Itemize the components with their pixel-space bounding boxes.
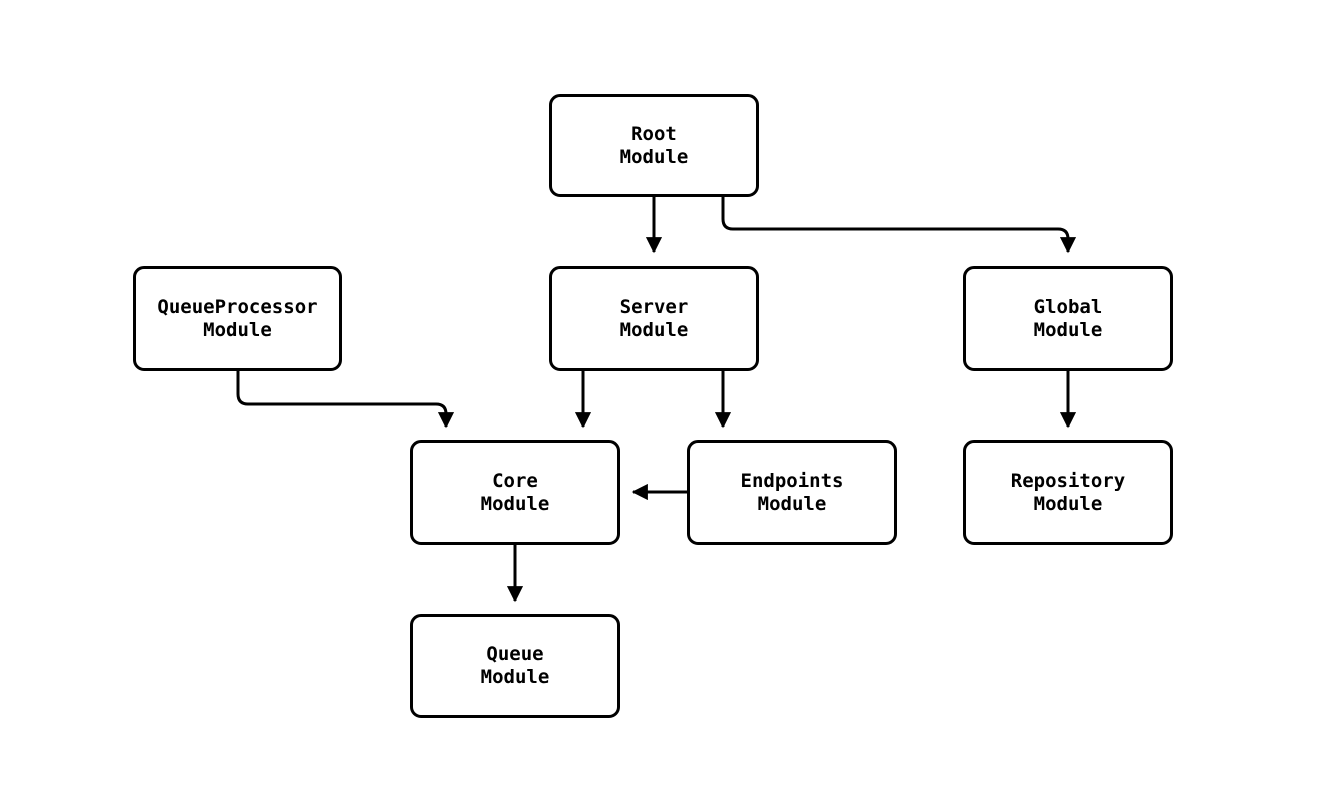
node-repository-module[interactable]: Repository Module bbox=[963, 440, 1173, 545]
node-global-module[interactable]: Global Module bbox=[963, 266, 1173, 371]
node-root-module-line2: Module bbox=[619, 145, 689, 168]
node-server-module-line1: Server bbox=[619, 295, 689, 318]
edge-queueprocessor-to-core bbox=[236, 371, 455, 429]
node-endpoints-module-line2: Module bbox=[757, 492, 827, 515]
node-queue-module[interactable]: Queue Module bbox=[410, 614, 620, 718]
node-queue-module-line2: Module bbox=[480, 666, 550, 688]
node-global-module-line2: Module bbox=[1033, 318, 1103, 341]
node-queueprocessor-module-line2: Module bbox=[203, 318, 272, 341]
node-server-module-line2: Module bbox=[619, 318, 689, 341]
node-root-module[interactable]: Root Module bbox=[549, 94, 759, 197]
node-repository-module-line1: Repository bbox=[1010, 469, 1126, 492]
node-queueprocessor-module[interactable]: QueueProcessor Module bbox=[133, 266, 342, 371]
node-queue-module-line1: Queue bbox=[486, 643, 544, 665]
node-queueprocessor-module-line1: QueueProcessor bbox=[157, 295, 318, 318]
node-core-module-line1: Core bbox=[492, 469, 538, 492]
node-root-module-line1: Root bbox=[631, 122, 677, 145]
edge-root-to-global bbox=[721, 197, 1077, 254]
node-core-module[interactable]: Core Module bbox=[410, 440, 620, 545]
node-endpoints-module-line1: Endpoints bbox=[740, 469, 844, 492]
node-endpoints-module[interactable]: Endpoints Module bbox=[687, 440, 897, 545]
node-core-module-line2: Module bbox=[480, 492, 550, 515]
node-server-module[interactable]: Server Module bbox=[549, 266, 759, 371]
node-repository-module-line2: Module bbox=[1033, 492, 1103, 515]
node-global-module-line1: Global bbox=[1033, 295, 1103, 318]
